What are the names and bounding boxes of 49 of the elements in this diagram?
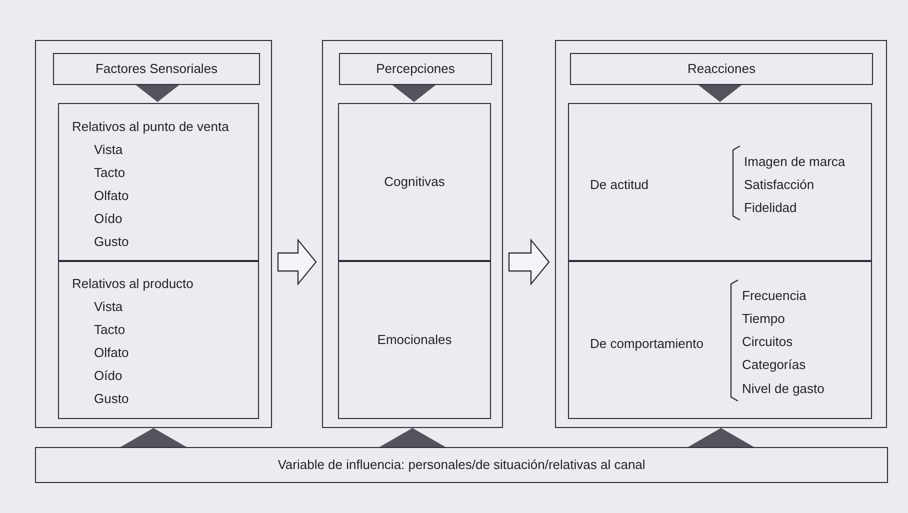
triangle-arrow [134,84,180,102]
triangle-arrow [380,428,446,448]
header-box [570,53,873,85]
category-heading: Relativos al producto [72,276,194,292]
list-item: Olfato [94,188,129,204]
list-item: Olfato [94,345,129,361]
list-item: Fidelidad [744,200,797,216]
column-panel [555,40,887,428]
header-title: Factores Sensoriales [94,60,219,77]
triangle-arrow [688,428,754,448]
triangle-arrow [391,84,437,102]
category-box [568,261,872,419]
header-box [339,53,492,85]
category-box [568,103,872,261]
list-item: Satisfacción [744,177,814,193]
list-item: Vista [94,142,123,158]
header-title: Percepciones [375,60,456,77]
category-label: Cognitivas [383,174,446,190]
column-panel [322,40,503,428]
list-item: Vista [94,299,123,315]
list-item: Tiempo [742,311,785,327]
influence-label: Variable de influencia: personales/de situación/relativas al canal [276,456,646,473]
category-heading: De actitud [590,177,649,193]
list-item: Categorías [742,357,806,373]
list-item: Frecuencia [742,288,806,304]
category-box [338,103,491,261]
category-heading: Relativos al punto de venta [72,119,229,135]
list-item: Tacto [94,165,126,181]
list-item: Gusto [94,391,129,407]
category-heading: De comportamiento [590,336,704,352]
list-item: Imagen de marca [744,154,846,170]
category-box [58,103,259,261]
category-box [58,261,259,419]
block-arrow [277,238,317,286]
category-box [338,261,491,419]
block-arrow [508,238,550,286]
triangle-arrow [120,428,186,448]
column-panel [35,40,272,428]
list-item: Gusto [94,234,129,250]
influence-bar [35,447,888,483]
category-label: Emocionales [376,332,453,348]
list-item: Nivel de gasto [742,381,824,397]
triangle-arrow [697,84,743,102]
list-item: Oído [94,211,122,227]
list-item: Oído [94,368,122,384]
header-title: Reacciones [686,60,756,77]
list-item: Circuitos [742,334,793,350]
header-box [53,53,260,85]
list-item: Tacto [94,322,126,338]
